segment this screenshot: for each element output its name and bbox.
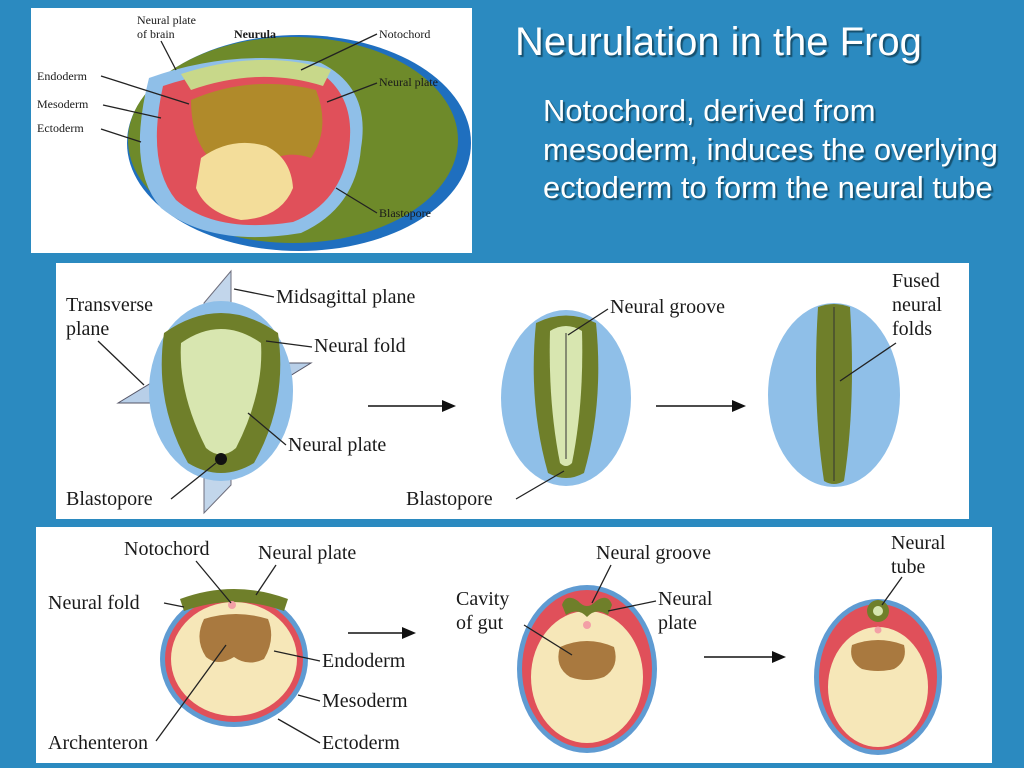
label-blastopore: Blastopore [379, 206, 431, 220]
label-transverse: Transverse [66, 294, 153, 316]
arrow-section-2-to-3 [704, 651, 786, 663]
label-fused: Fused [892, 270, 940, 292]
embryo1-leader-lines [97, 288, 313, 500]
label-midsagittal-plane: Midsagittal plane [276, 286, 416, 308]
label-of-brain: of brain [137, 27, 175, 41]
label-fused-folds: folds [892, 318, 932, 340]
label-neural-groove-bottom: Neural groove [596, 542, 711, 564]
cross-sections-diagram: Notochord Neural plate Neural fold Endod… [48, 532, 946, 755]
arrow-section-1-to-2 [348, 627, 416, 639]
label-neural-plate-bottom: Neural plate [258, 542, 356, 564]
cross-sections-panel: Notochord Neural plate Neural fold Endod… [36, 527, 992, 763]
section-neural-groove [517, 585, 657, 753]
label-mesoderm: Mesoderm [37, 97, 89, 111]
slide-body-text: Notochord, derived from mesoderm, induce… [543, 93, 998, 205]
label-neural-plate: Neural plate [379, 75, 438, 89]
label-neural-plate-mid: Neural plate [288, 434, 386, 456]
neurula-yolk [196, 142, 293, 220]
embryo-neural-groove-stage [501, 310, 631, 486]
label-notochord-bottom: Notochord [124, 538, 210, 560]
embryo-fused-folds-stage [768, 303, 900, 487]
section2-leader-lines [523, 564, 657, 656]
label-neural-plate-of-brain: Neural plate [137, 13, 196, 27]
label-endoderm-bottom: Endoderm [322, 650, 406, 672]
neurula-leader-lines [100, 33, 378, 214]
label-blastopore-1: Blastopore [66, 488, 153, 510]
label-cavity: Cavity [456, 588, 509, 610]
label-ectoderm: Ectoderm [37, 121, 84, 135]
label-endoderm: Endoderm [37, 69, 88, 83]
neurula-diagram: Neural plate of brain Neurula Notochord … [37, 13, 471, 251]
label-neural-groove-mid: Neural groove [610, 296, 725, 318]
label-notochord: Notochord [379, 27, 430, 41]
label-ectoderm-bottom: Ectoderm [322, 732, 400, 754]
label-neural-plate2-plate: plate [658, 612, 697, 634]
label-neural-fold-bottom: Neural fold [48, 592, 140, 614]
dorsal-views-diagram: Transverse plane Midsagittal plane Neura… [66, 269, 942, 515]
embryo3-leader-line [839, 342, 897, 382]
label-blastopore-2: Blastopore [406, 488, 493, 510]
label-archenteron: Archenteron [48, 732, 148, 754]
section1-leader-lines [155, 560, 321, 744]
section3-leader-line [881, 576, 903, 606]
embryo2-leader-lines [515, 308, 609, 500]
label-neurula-title: Neurula [234, 27, 276, 41]
label-fused-neural: neural [892, 294, 942, 316]
label-mesoderm-bottom: Mesoderm [322, 690, 408, 712]
label-cavity-of-gut: of gut [456, 612, 504, 634]
label-transverse-plane: plane [66, 318, 109, 340]
label-neural-tube-tube: tube [891, 556, 926, 578]
arrow-stage-1-to-2 [368, 400, 456, 412]
dorsal-views-panel: Transverse plane Midsagittal plane Neura… [56, 263, 969, 519]
label-neural-fold: Neural fold [314, 335, 406, 357]
arrow-stage-2-to-3 [656, 400, 746, 412]
label-neural-tube: Neural [891, 532, 946, 554]
embryo-neural-plate-stage [116, 269, 313, 515]
section-neural-plate [160, 589, 308, 727]
neurula-neural-plate-band [181, 59, 331, 90]
section-neural-tube [814, 599, 942, 755]
slide-title: Neurulation in the Frog [515, 20, 922, 64]
neurula-panel: Neural plate of brain Neurula Notochord … [31, 8, 472, 253]
label-neural-plate2: Neural [658, 588, 713, 610]
